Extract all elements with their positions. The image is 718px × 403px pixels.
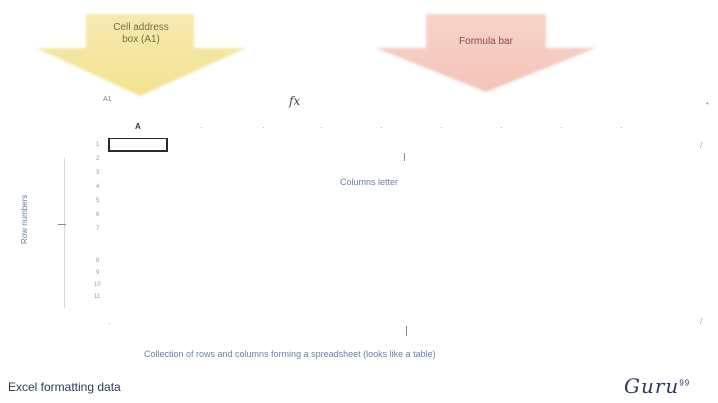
active-cell-a1[interactable] [108, 138, 168, 152]
columns-pointer-tick [404, 153, 405, 161]
cell-address-callout-label: Cell address box (A1) [96, 22, 186, 46]
column-header-a[interactable]: A [135, 122, 141, 131]
row-number[interactable]: 8 [96, 258, 100, 264]
rows-pointer-line [64, 158, 65, 308]
row-number[interactable]: 9 [96, 270, 100, 276]
cell-address-arrow-shape [36, 14, 246, 96]
row-number[interactable]: 3 [96, 170, 100, 176]
row-number[interactable]: 10 [94, 282, 101, 288]
footer-title: Excel formatting data [8, 380, 121, 394]
column-header-marker: · [320, 123, 323, 132]
row-number[interactable]: 5 [96, 198, 100, 204]
row-number[interactable]: 11 [94, 294, 101, 300]
row-number[interactable]: 4 [96, 184, 100, 190]
logo-text: Guru [624, 374, 680, 398]
column-header-marker: · [500, 123, 503, 132]
row-number[interactable]: 2 [96, 156, 100, 162]
rows-pointer-tick [58, 224, 66, 225]
caption-pointer-tick [406, 326, 407, 336]
rows-annotation: Row numbers [20, 194, 29, 244]
logo-superscript: 99 [679, 378, 691, 388]
formula-bar-callout-label: Formula bar [436, 36, 536, 48]
guru-logo: Guru99 [624, 374, 690, 398]
column-header-marker: · [200, 123, 203, 132]
cell-address-callout-line1: Cell address [113, 22, 169, 33]
column-header-marker: · [620, 123, 623, 132]
sheet-end-marker: / [700, 317, 703, 326]
row-number[interactable]: 7 [96, 226, 100, 232]
row-end-marker: · [108, 319, 111, 328]
column-header-marker: · [380, 123, 383, 132]
formula-bar-callout-text: Formula bar [459, 36, 513, 47]
row-number[interactable]: 1 [96, 142, 100, 148]
cell-address-callout-line2: box (A1) [122, 34, 160, 45]
row-number[interactable]: 6 [96, 212, 100, 218]
formula-bar-end-marker: • [706, 99, 709, 108]
fx-icon: fx [289, 94, 301, 108]
column-header-marker: · [560, 123, 563, 132]
column-header-marker: · [440, 123, 443, 132]
columns-annotation: Columns letter [340, 177, 399, 187]
spreadsheet-caption: Collection of rows and columns forming a… [144, 349, 436, 359]
column-header-marker: · [262, 123, 265, 132]
column-header-marker: / [700, 141, 703, 150]
formula-bar-arrow-shape [376, 14, 596, 92]
name-box[interactable]: A1 [103, 96, 112, 103]
